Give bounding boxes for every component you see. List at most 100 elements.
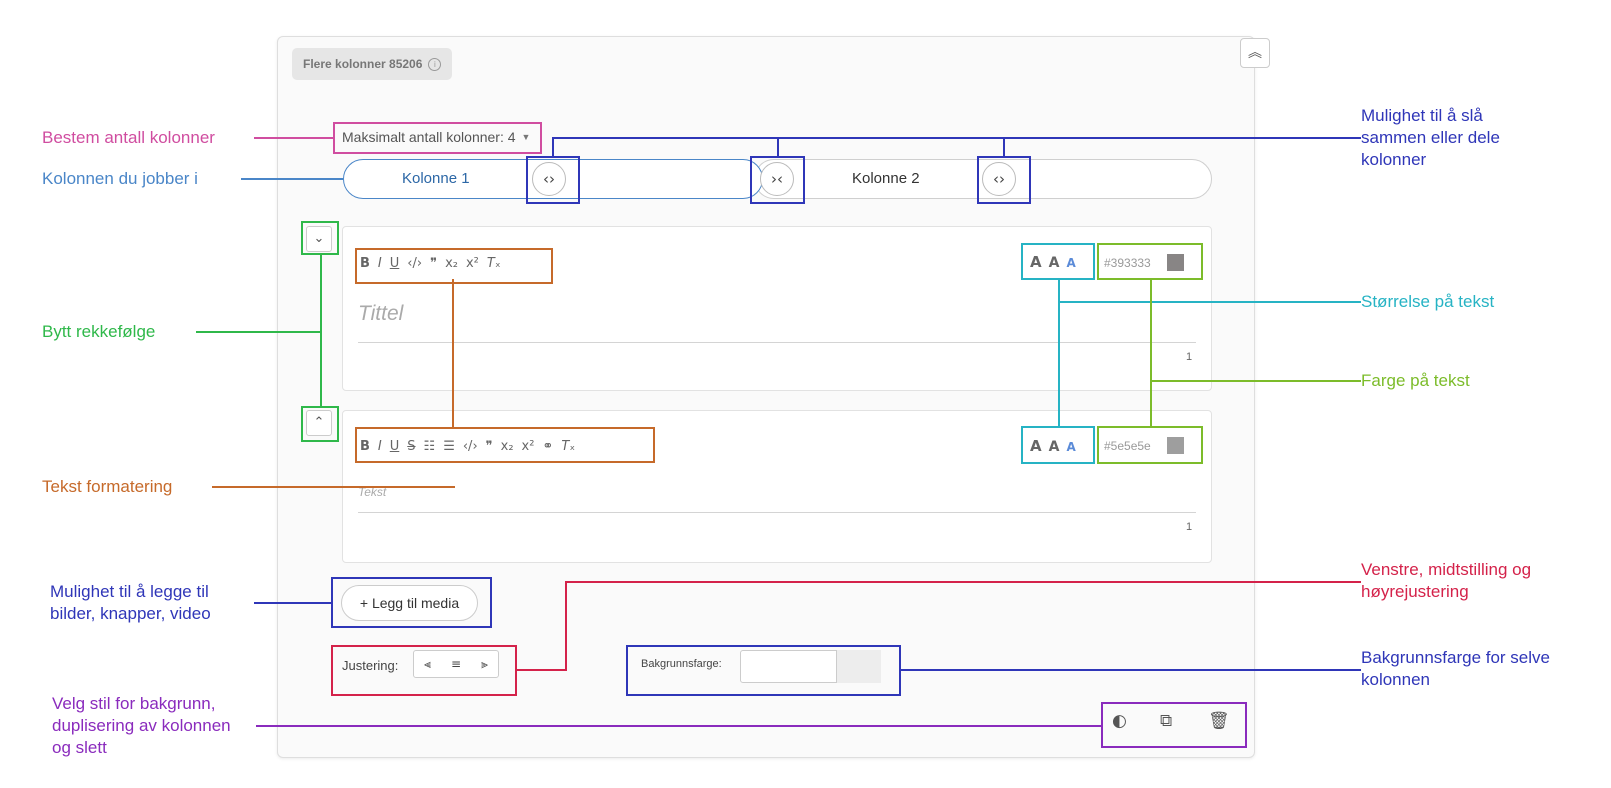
annotation-media-line-2: bilder, knapper, video <box>50 604 211 623</box>
title-placeholder[interactable]: Tittel <box>358 302 404 325</box>
underline-icon[interactable]: U <box>389 256 400 271</box>
annotation-box-max-columns <box>333 122 542 154</box>
clear-format-icon[interactable]: Tₓ <box>486 256 501 271</box>
tab-label-column-1: Kolonne 1 <box>402 170 470 187</box>
align-center-icon[interactable]: ≡ <box>450 657 462 671</box>
text-placeholder[interactable]: Tekst <box>358 485 387 499</box>
move-down-button[interactable]: ⌄ <box>306 226 332 252</box>
subscript-icon[interactable]: x₂ <box>500 439 514 454</box>
annotation-background-line-1: Bakgrunnsfarge for selve <box>1361 648 1550 667</box>
chevron-up-icon: ⌃ <box>313 415 325 430</box>
size-medium-icon[interactable]: A <box>1048 255 1060 271</box>
annotation-box-move-up <box>301 406 339 442</box>
alignment-group: ⫷ ≡ ⫸ <box>413 650 499 678</box>
annotation-box-add-media <box>331 577 492 628</box>
size-large-icon[interactable]: A <box>1030 253 1042 271</box>
annotation-alignment-line-2: høyrejustering <box>1361 582 1469 601</box>
code-icon[interactable]: ‹/› <box>462 439 478 454</box>
annotation-text-size: Størrelse på tekst <box>1361 292 1495 311</box>
tab-column-2[interactable]: Kolonne 2 <box>852 170 920 187</box>
annotation-merge-split-line-3: kolonner <box>1361 150 1427 169</box>
underline-icon[interactable]: U <box>389 439 400 454</box>
annotation-box-alignment <box>331 645 517 696</box>
annotation-actions-line-3: og slett <box>52 738 107 757</box>
palette-icon[interactable]: ◐ <box>1112 711 1127 731</box>
bullet-list-icon[interactable]: ☰ <box>443 439 455 454</box>
annotation-media: Mulighet til å legge til bilder, knapper… <box>50 581 211 625</box>
title-divider <box>358 342 1196 343</box>
link-icon[interactable]: ⚭ <box>542 439 554 454</box>
move-up-button[interactable]: ⌃ <box>306 410 332 436</box>
annotation-box-title-format <box>355 248 553 284</box>
add-media-label: + Legg til media <box>359 595 460 611</box>
block-name: Flere kolonner 85206 <box>303 57 423 71</box>
superscript-icon[interactable]: x² <box>465 256 479 271</box>
annotation-merge-split-line-2: sammen eller dele <box>1361 128 1500 147</box>
annotation-box-actions <box>1101 702 1247 748</box>
italic-icon[interactable]: I <box>377 256 382 271</box>
annotation-box-text-size <box>1021 426 1095 464</box>
subscript-icon[interactable]: x₂ <box>445 256 458 271</box>
add-media-button[interactable]: + Legg til media <box>341 585 478 621</box>
merge-columns-button[interactable]: ›‹ <box>760 162 794 196</box>
size-small-icon[interactable]: A <box>1066 440 1076 454</box>
quote-icon[interactable]: ❞ <box>485 439 493 454</box>
align-left-icon[interactable]: ⫷ <box>424 656 431 671</box>
chevron-down-icon: ⌄ <box>313 231 325 246</box>
annotation-reorder: Bytt rekkefølge <box>42 322 156 341</box>
text-color-field[interactable]: #5e5e5e <box>1104 437 1184 454</box>
annotation-background-line-2: kolonnen <box>1361 670 1431 689</box>
ordered-list-icon[interactable]: ☷ <box>423 439 436 454</box>
title-editor <box>342 226 1212 391</box>
quote-icon[interactable]: ❞ <box>430 256 438 271</box>
title-format-toolbar: B I U ‹/› ❞ x₂ x² Tₓ <box>360 256 509 271</box>
duplicate-icon[interactable]: ⧉ <box>1160 711 1173 731</box>
expand-icon: ‹› <box>543 170 555 188</box>
text-char-count: 1 <box>1186 521 1193 533</box>
collapse-button[interactable]: ︽ <box>1240 38 1270 68</box>
annotation-max-columns: Bestem antall kolonner <box>42 128 215 147</box>
annotation-alignment-line-1: Venstre, midtstilling og <box>1361 560 1532 579</box>
title-color-field[interactable]: #393333 <box>1104 254 1184 271</box>
annotation-background: Bakgrunnsfarge for selve kolonnen <box>1361 647 1550 691</box>
annotation-box-expand-2 <box>977 156 1031 204</box>
background-color-swatch[interactable] <box>836 650 881 683</box>
text-divider <box>358 512 1196 513</box>
trash-icon[interactable]: 🗑︎ <box>1208 711 1230 731</box>
background-color-label: Bakgrunnsfarge: <box>641 658 722 670</box>
annotation-box-title-size <box>1021 243 1095 280</box>
align-right-icon[interactable]: ⫸ <box>481 656 488 671</box>
italic-icon[interactable]: I <box>377 439 382 454</box>
annotation-box-text-color <box>1097 426 1203 464</box>
annotation-box-merge <box>750 156 805 204</box>
text-format-toolbar: B I U S ☷ ☰ ‹/› ❞ x₂ x² ⚭ Tₓ <box>360 439 583 454</box>
size-medium-icon[interactable]: A <box>1048 439 1060 455</box>
text-color-swatch[interactable] <box>1166 437 1184 454</box>
title-color-swatch[interactable] <box>1166 254 1184 271</box>
code-icon[interactable]: ‹/› <box>407 256 423 271</box>
bold-icon[interactable]: B <box>360 256 370 271</box>
info-icon[interactable]: i <box>428 57 442 71</box>
size-small-icon[interactable]: A <box>1066 256 1076 270</box>
size-large-icon[interactable]: A <box>1030 437 1042 455</box>
bold-icon[interactable]: B <box>360 439 370 454</box>
annotation-box-text-format <box>355 427 655 463</box>
annotation-box-expand-1 <box>526 156 580 204</box>
annotation-actions-line-2: duplisering av kolonnen <box>52 716 231 735</box>
annotation-box-background <box>626 645 901 696</box>
annotation-formatting: Tekst formatering <box>42 477 173 496</box>
text-editor <box>342 410 1212 563</box>
title-char-count: 1 <box>1186 351 1193 363</box>
annotation-media-line-1: Mulighet til å legge til <box>50 582 209 601</box>
annotation-actions-line-1: Velg stil for bakgrunn, <box>52 694 216 713</box>
annotation-actions: Velg stil for bakgrunn, duplisering av k… <box>52 693 231 759</box>
superscript-icon[interactable]: x² <box>521 439 535 454</box>
clear-format-icon[interactable]: Tₓ <box>561 439 576 454</box>
split-column-button[interactable]: ‹› <box>982 162 1016 196</box>
max-columns-select[interactable]: Maksimalt antall kolonner: 4 ▼ <box>334 122 540 152</box>
strike-icon[interactable]: S <box>407 439 416 454</box>
expand-column-button[interactable]: ‹› <box>532 162 566 196</box>
